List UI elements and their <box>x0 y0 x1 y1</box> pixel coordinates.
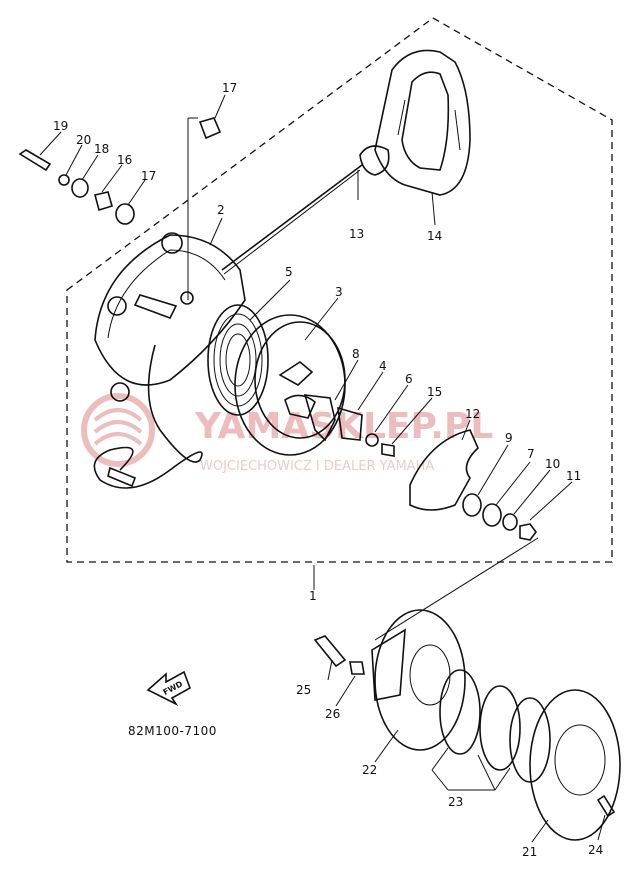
watermark-title: YAMASKLEP.PL <box>194 406 493 447</box>
label-part-15: 15 <box>427 385 442 399</box>
washer-20 <box>58 174 70 186</box>
assembly-boundary <box>66 17 613 563</box>
label-part-14: 14 <box>427 229 442 243</box>
label-part-5: 5 <box>285 265 293 279</box>
label-part-24: 24 <box>588 843 603 857</box>
shim-23b <box>479 685 521 771</box>
starter-case <box>94 232 246 402</box>
rope-loop <box>93 344 203 489</box>
collar-17b <box>115 203 135 225</box>
watermark-logo-icon <box>81 393 155 467</box>
label-part-26: 26 <box>325 707 340 721</box>
label-part-7: 7 <box>527 447 535 461</box>
label-part-10: 10 <box>545 457 560 471</box>
nut-11 <box>519 523 537 541</box>
spring-9 <box>462 493 482 517</box>
label-part-19: 19 <box>53 119 68 133</box>
recoil-spring <box>207 304 269 416</box>
label-part-20: 20 <box>76 133 91 147</box>
label-part-22: 22 <box>362 763 377 777</box>
label-part-23: 23 <box>448 795 463 809</box>
watermark: YAMASKLEP.PL WOJCIECHOWICZ I DEALER YAMA… <box>81 393 493 474</box>
fwd-arrow: FWD <box>146 670 191 707</box>
pawl-plate <box>337 406 363 441</box>
label-part-21: 21 <box>522 845 537 859</box>
label-part-13: 13 <box>349 227 364 241</box>
label-part-9: 9 <box>505 431 513 445</box>
diagram-code: 82M100-7100 <box>128 724 217 738</box>
collar-17a <box>198 117 222 140</box>
label-part-11: 11 <box>566 469 581 483</box>
washer-26 <box>349 661 365 675</box>
starter-rope <box>221 164 363 271</box>
washer-6 <box>365 433 379 447</box>
bolt-19 <box>18 149 52 172</box>
label-part-4: 4 <box>379 359 387 373</box>
label-part-8: 8 <box>352 347 360 361</box>
fwd-arrow-icon <box>146 670 191 707</box>
label-part-25: 25 <box>296 683 311 697</box>
shim-23c <box>509 697 551 783</box>
label-part-16: 16 <box>117 153 132 167</box>
washer-18 <box>71 178 89 198</box>
part-labels: 1 2 3 4 5 6 7 8 9 10 11 12 13 14 15 16 1… <box>53 81 603 859</box>
fwd-label: FWD <box>162 679 185 697</box>
label-part-18: 18 <box>94 142 109 156</box>
starter-handle <box>359 49 471 196</box>
sheave-drum <box>234 314 346 456</box>
washer-10 <box>502 513 518 531</box>
label-part-17-left: 17 <box>141 169 156 183</box>
leader-lines <box>39 94 606 843</box>
drive-pawl <box>303 394 336 442</box>
shim-23a <box>439 669 481 755</box>
bolt-24 <box>596 794 616 818</box>
label-part-1: 1 <box>309 589 317 603</box>
guide-plate <box>409 429 479 511</box>
collar-16 <box>94 191 113 212</box>
watermark-subtitle: WOJCIECHOWICZ I DEALER YAMAHA <box>200 459 434 474</box>
label-part-12: 12 <box>465 407 480 421</box>
label-part-6: 6 <box>405 372 413 386</box>
label-part-3: 3 <box>335 285 343 299</box>
label-part-2: 2 <box>217 203 225 217</box>
bolt-25 <box>313 635 347 668</box>
starter-pulley <box>371 609 466 751</box>
washer-7 <box>482 503 502 527</box>
clutch-plate <box>529 689 621 841</box>
label-part-17-top: 17 <box>222 81 237 95</box>
nut-15 <box>381 443 395 457</box>
